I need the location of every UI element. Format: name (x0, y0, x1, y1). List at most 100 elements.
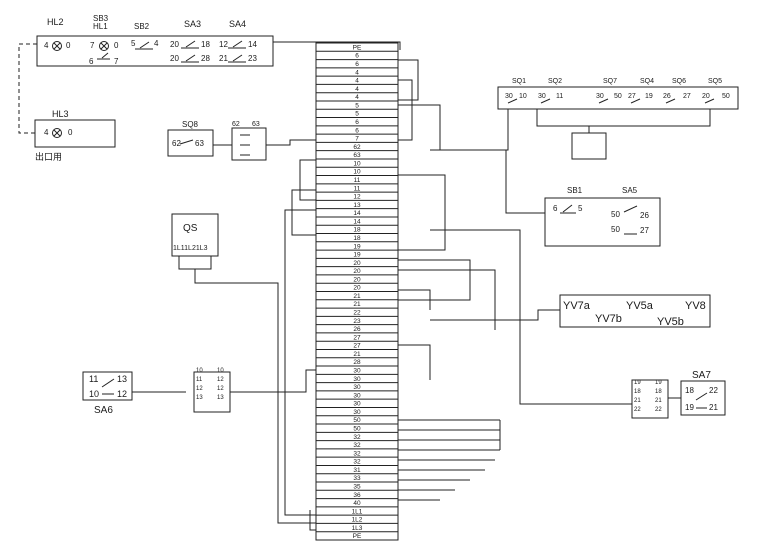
terminal-label: 20 (353, 285, 361, 292)
sa7-conn-3: 21 (634, 398, 641, 404)
sa3-term-2: 18 (201, 40, 210, 49)
terminal-label: 5 (355, 102, 359, 109)
sa4-contact-icon (228, 40, 246, 63)
yv7a-label: YV7a (563, 300, 591, 312)
terminal-label: 36 (353, 492, 361, 499)
sa7-box: SA7 18 22 19 21 19 18 21 22 19 18 21 22 (430, 229, 726, 419)
sa7-connector: 19 18 21 22 19 18 21 22 (631, 379, 669, 419)
sa7-conn-6: 18 (655, 389, 662, 395)
terminal-label: 50 (353, 425, 361, 432)
sq8-term-1: 62 (172, 139, 181, 148)
hl1-label: HL1 (93, 22, 108, 31)
terminal-block: PE66444455667626310101111121314141818191… (315, 42, 399, 541)
terminal-label: 30 (353, 376, 361, 383)
hl3-label: HL3 (52, 109, 69, 119)
terminal-label: 18 (353, 235, 361, 242)
sq-terminal-label: 26 (663, 93, 671, 100)
sq-contact-icon (665, 98, 676, 104)
hl2-term-2: 0 (66, 41, 71, 50)
terminal-label: 11 (354, 185, 361, 192)
sa6-connector: 10 11 12 13 10 12 12 13 (193, 368, 231, 413)
sa6-conn-1: 10 (196, 368, 203, 374)
terminal-label: 14 (353, 210, 361, 217)
sa7-conn-5: 19 (655, 380, 662, 386)
sb3-term-2: 7 (114, 57, 119, 66)
sq-terminal-label: 27 (683, 93, 691, 100)
sa5-term-50a: 50 (611, 210, 620, 219)
terminal-label: 32 (353, 434, 361, 441)
terminal-label: 32 (353, 442, 361, 449)
terminal-label: 30 (353, 392, 361, 399)
sa6-conn-5: 10 (217, 368, 224, 374)
sq8-box: SQ8 62 63 62 63 (167, 120, 316, 161)
terminal-label: 4 (355, 94, 359, 101)
sq-terminal-label: 30 (505, 93, 513, 100)
sa6-term-13: 13 (117, 374, 127, 384)
terminal-label: 40 (353, 500, 361, 507)
sa6-conn-3: 12 (196, 386, 203, 392)
qs-box: QS 1L11L21L3 (171, 213, 316, 524)
sq-contact-icon (507, 98, 518, 104)
sq-name-label: SQ6 (672, 78, 686, 85)
sa3-term-1: 20 (170, 40, 179, 49)
hl2-label: HL2 (47, 17, 64, 27)
sa6-conn-6: 12 (217, 377, 224, 383)
sa6-conn-4: 13 (196, 395, 203, 401)
lamp-switch-panel: HL2 SB3 HL1 SB2 SA3 SA4 4 0 7 0 6 7 (36, 14, 401, 67)
sb2-term-2: 4 (154, 39, 159, 48)
sa5-term-26: 26 (640, 211, 649, 220)
sa7-conn-4: 22 (634, 407, 641, 413)
terminal-label: 30 (353, 409, 361, 416)
hl3-term-1: 4 (44, 128, 49, 137)
sa7-conn-7: 21 (655, 398, 662, 404)
sq-terminal-label: 19 (645, 93, 653, 100)
terminal-label: 20 (353, 268, 361, 275)
sa4-label: SA4 (229, 19, 246, 29)
sa7-term-21: 21 (709, 403, 718, 412)
terminal-label: 18 (353, 227, 361, 234)
sb2-term-1: 5 (131, 39, 136, 48)
terminal-label: 26 (353, 326, 361, 333)
sa6-conn-8: 13 (217, 395, 224, 401)
terminal-label: 21 (353, 293, 361, 300)
qs-label: QS (183, 223, 198, 234)
yv-box: YV7a YV5a YV8 YV7b YV5b (430, 294, 711, 328)
hl1-term-1: 7 (90, 41, 95, 50)
terminal-label: 6 (355, 127, 359, 134)
sq8-label: SQ8 (182, 120, 199, 129)
terminal-label: 35 (353, 483, 361, 490)
terminal-label: 6 (355, 119, 359, 126)
sq-terminal-label: 27 (628, 93, 636, 100)
terminal-label: 11 (354, 177, 361, 184)
sb1-label: SB1 (567, 186, 583, 195)
terminal-label: 22 (353, 310, 361, 317)
sa4-term-4: 23 (248, 54, 257, 63)
terminal-label: 20 (353, 276, 361, 283)
sq-terminal-label: 11 (556, 93, 563, 100)
sa7-conn-1: 19 (634, 380, 641, 386)
yv5b-label: YV5b (657, 316, 684, 328)
terminal-label: 1L3 (352, 525, 363, 532)
terminal-label: 30 (353, 401, 361, 408)
sq-terminal-label: 30 (596, 93, 604, 100)
sq-contact-icon (598, 98, 609, 104)
hl3-dashed-link (18, 43, 37, 134)
sa6-conn-7: 12 (217, 386, 224, 392)
sq8-conn-2: 63 (252, 121, 260, 128)
terminal-label: 13 (353, 202, 361, 209)
terminal-label: 10 (353, 160, 361, 167)
sa6-box: 11 13 10 12 SA6 10 11 12 13 10 12 12 13 (82, 368, 316, 416)
right-bus-wires (398, 59, 501, 501)
sq-terminal-label: 50 (722, 93, 730, 100)
terminal-label: 32 (353, 459, 361, 466)
terminal-label: 4 (355, 86, 359, 93)
terminal-label: 20 (353, 260, 361, 267)
sb1-term-6: 6 (553, 204, 558, 213)
terminal-label: 23 (353, 318, 361, 325)
terminal-label: 21 (353, 351, 361, 358)
sq-terminal-label: 20 (702, 93, 710, 100)
sa4-term-2: 14 (248, 40, 257, 49)
sa6-term-12: 12 (117, 389, 127, 399)
sb3-contact-icon (97, 52, 110, 60)
sq8-term-2: 63 (195, 139, 204, 148)
